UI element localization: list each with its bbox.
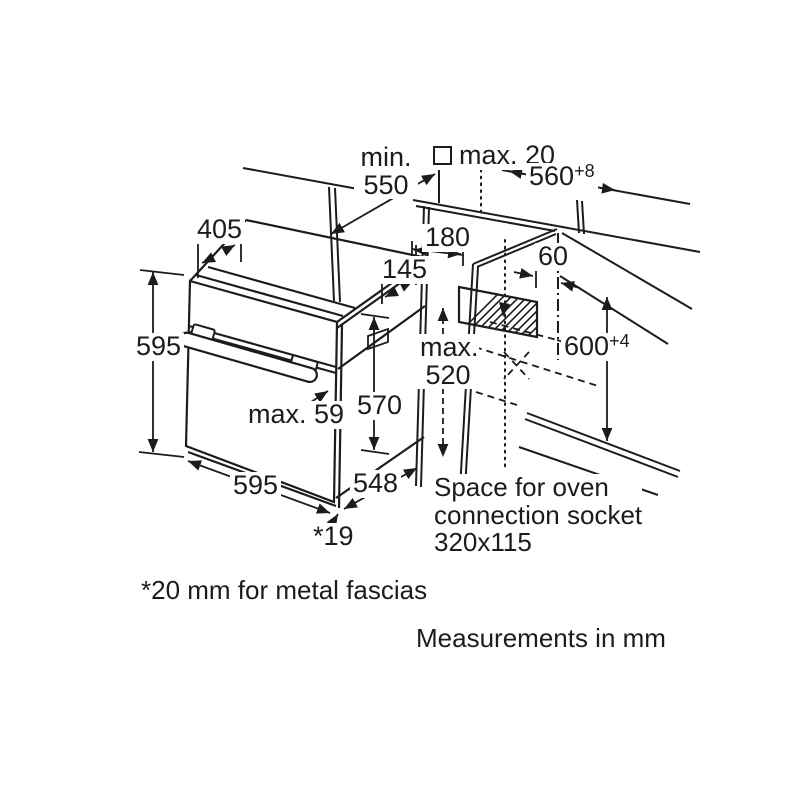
dim-max-520: max. 520	[417, 333, 479, 390]
worktop-lines	[242, 166, 701, 345]
dim-405: 405	[194, 215, 246, 244]
dim-595-bottom: 595	[230, 471, 282, 500]
oven-side-vent	[367, 327, 389, 351]
dim-max-59: max. 59	[245, 400, 348, 429]
dim-560: 560+8	[526, 162, 598, 191]
dim-180: 180	[422, 223, 474, 252]
socket-note: Space for oven connection socket 320x115	[434, 472, 643, 558]
oven-door-handle	[178, 323, 319, 384]
centerline-dotted	[480, 162, 559, 469]
dim-60: 60	[535, 242, 572, 271]
square-symbol-icon	[433, 146, 452, 165]
units-note: Measurements in mm	[416, 623, 666, 653]
dim-570: 570	[354, 391, 406, 420]
dim-145: 145	[379, 255, 431, 284]
fascia-note: *20 mm for metal fascias	[141, 575, 428, 605]
dim-600: 600+4	[561, 332, 633, 361]
dim-548: 548	[350, 469, 402, 498]
dim-595-left: 595	[133, 332, 185, 361]
dim-star-19: *19	[310, 522, 357, 551]
dim-min-550: min. 550	[354, 143, 418, 200]
